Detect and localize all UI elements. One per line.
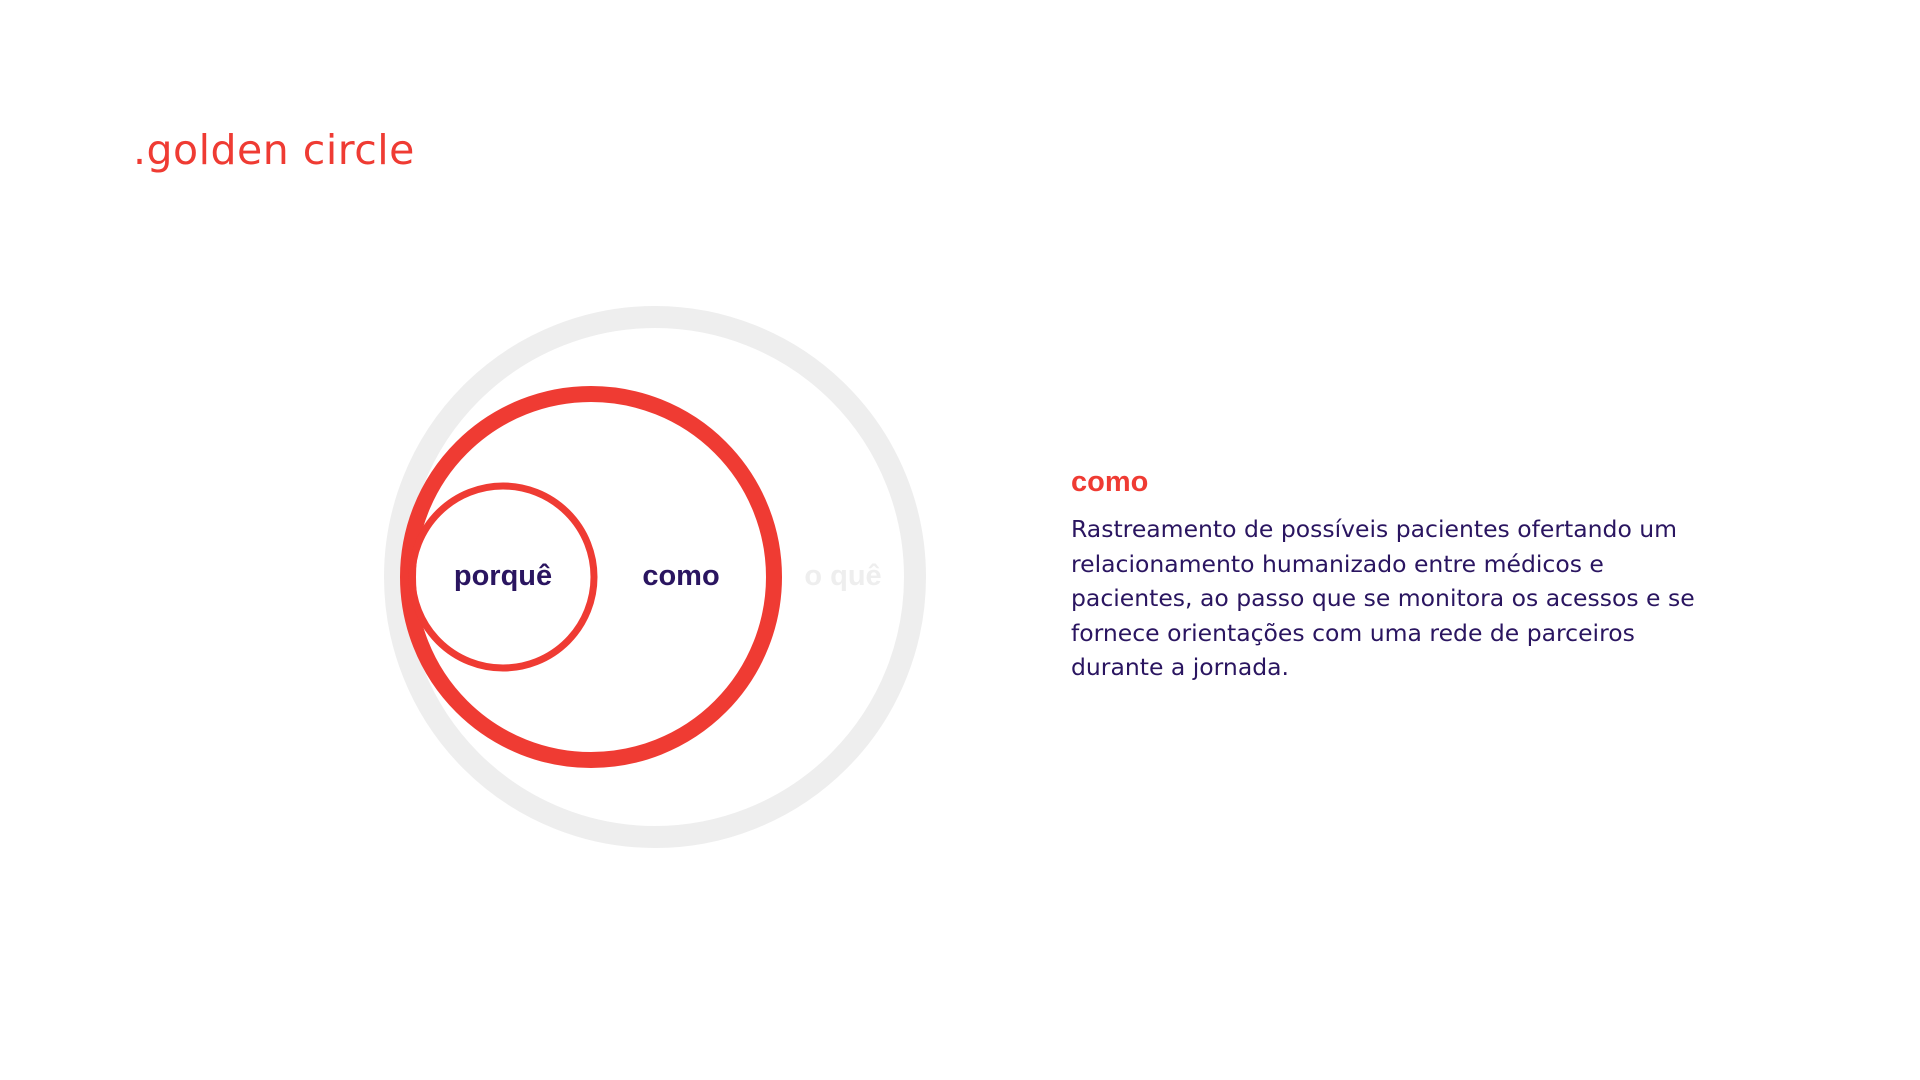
inner-circle-ring xyxy=(408,482,598,672)
detail-heading: como xyxy=(1071,466,1149,498)
middle-circle-ring xyxy=(400,386,782,768)
page-title: .golden circle xyxy=(133,126,415,174)
inner-circle-label: porquê xyxy=(454,560,552,592)
detail-body: Rastreamento de possíveis pacientes ofer… xyxy=(1071,515,1695,681)
outer-circle-label: o quê xyxy=(804,560,881,592)
detail-panel: como Rastreamento de possíveis pacientes… xyxy=(1071,464,1731,685)
middle-circle-label: como xyxy=(642,560,719,592)
outer-circle-ring xyxy=(384,306,926,848)
